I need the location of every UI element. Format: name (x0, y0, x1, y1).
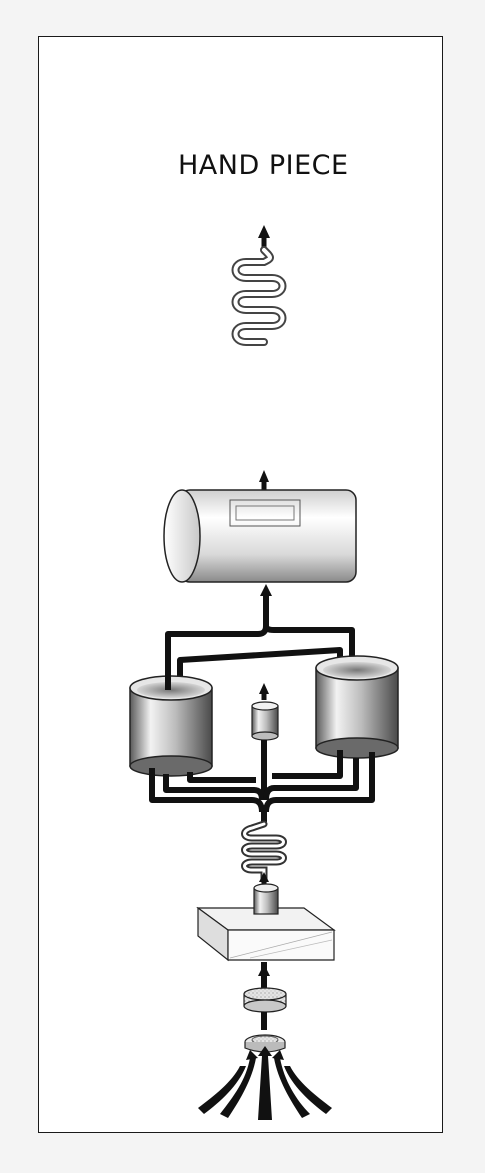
hand-piece-coil (231, 225, 287, 346)
left-dryer-canister (129, 634, 213, 777)
lower-manifold (149, 740, 375, 822)
compressor-box (196, 883, 336, 962)
tank-inlet-pipe (260, 584, 272, 628)
intake-filter (243, 987, 287, 1030)
air-tank (163, 489, 357, 583)
hand-piece-label: HAND PIECE (178, 150, 349, 181)
center-check-valve (251, 683, 279, 741)
intake-airflow (198, 1046, 332, 1120)
tank-outlet-arrow (259, 470, 269, 492)
cooling-coil (241, 820, 287, 892)
right-dryer-canister (315, 655, 399, 759)
intake-pipe (258, 962, 270, 990)
